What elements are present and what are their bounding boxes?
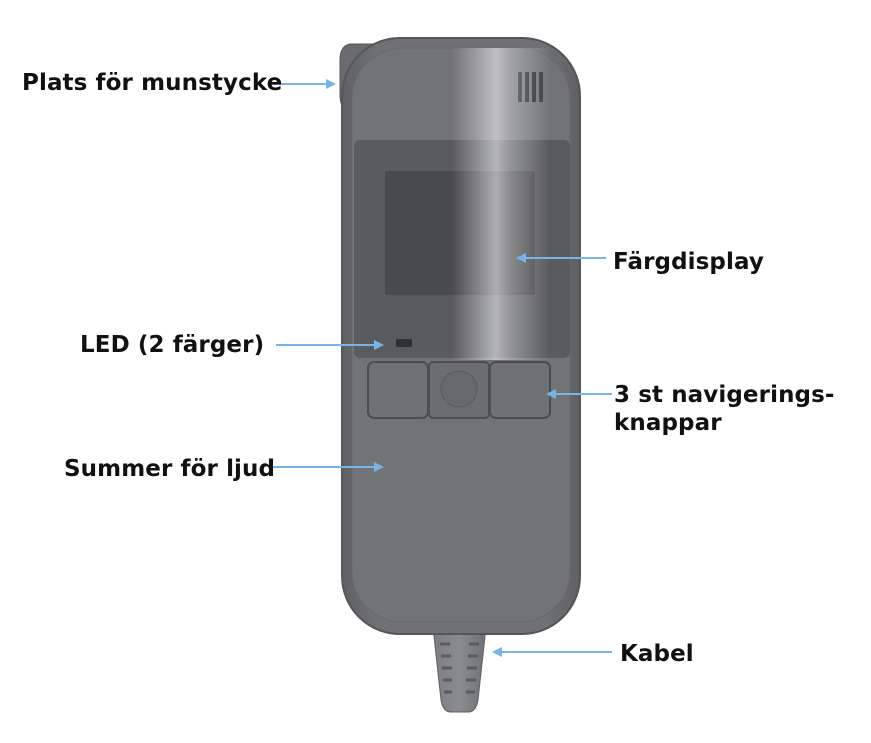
nav-button-center-dimple — [440, 370, 478, 408]
arrow-mouthpiece — [268, 79, 336, 89]
arrow-buttons — [546, 389, 612, 399]
label-buzzer: Summer för ljud — [64, 456, 276, 482]
led-indicator — [396, 339, 412, 347]
cable — [431, 617, 488, 713]
arrow-led — [276, 340, 384, 350]
nav-button-right[interactable] — [489, 361, 551, 419]
label-buttons: 3 st navigerings- knappar — [614, 381, 854, 437]
nav-button-left[interactable] — [367, 361, 429, 419]
label-buttons-line2: knappar — [614, 410, 722, 436]
label-cable: Kabel — [620, 641, 694, 667]
label-buttons-line1: 3 st navigerings- — [614, 382, 835, 408]
navigation-buttons — [367, 361, 551, 419]
display-glare — [452, 48, 550, 360]
arrow-display — [516, 253, 606, 263]
arrow-cable — [492, 647, 612, 657]
arrows — [268, 79, 612, 657]
label-display: Färgdisplay — [613, 249, 764, 275]
arrow-buzzer — [270, 462, 384, 472]
label-led: LED (2 färger) — [80, 332, 265, 358]
label-mouthpiece: Plats för munstycke — [22, 70, 283, 96]
